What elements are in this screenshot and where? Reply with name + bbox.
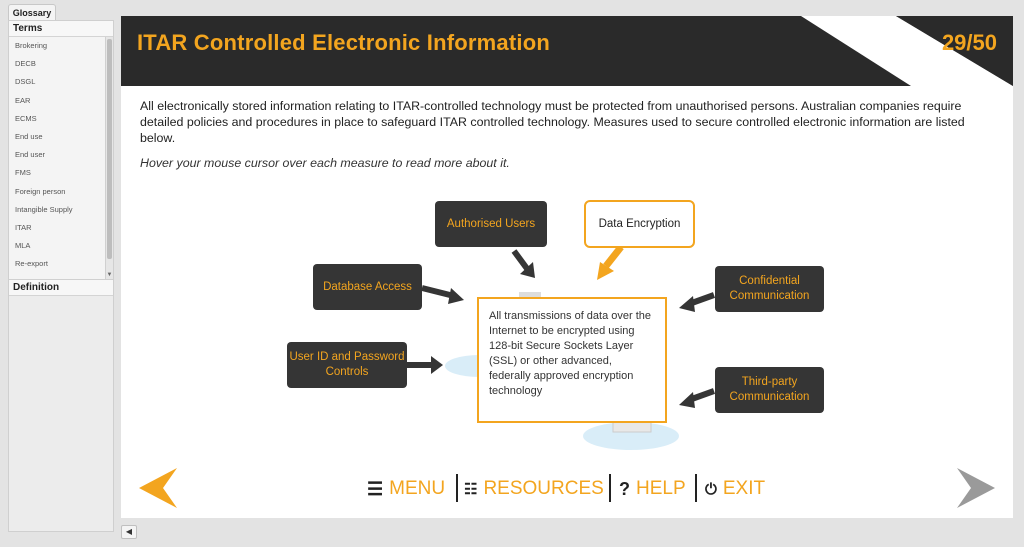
- bottom-navigation: ☰ MENU ☷ RESOURCES ? HELP ⏻ EXIT: [121, 464, 1013, 512]
- glossary-panel: Glossary Terms Brokering DECB DSGL EAR E…: [8, 4, 114, 532]
- resources-button[interactable]: ☷ RESOURCES: [464, 478, 604, 500]
- next-arrow-icon[interactable]: [953, 466, 997, 510]
- previous-arrow-icon[interactable]: [137, 466, 181, 510]
- resources-search-icon: ☷: [464, 481, 478, 498]
- glossary-term[interactable]: EAR: [15, 95, 31, 105]
- glossary-term[interactable]: DECB: [15, 59, 36, 69]
- help-button[interactable]: ? HELP: [619, 478, 686, 500]
- menu-label: MENU: [389, 478, 446, 499]
- arrowhead-data-encryption: [597, 262, 614, 280]
- resources-label: RESOURCES: [483, 478, 604, 499]
- menu-icon: ☰: [367, 478, 384, 499]
- glossary-term[interactable]: DSGL: [15, 77, 36, 87]
- measure-confidential-communication[interactable]: Confidential Communication: [715, 266, 824, 312]
- glossary-body: Terms Brokering DECB DSGL EAR ECMS End u…: [8, 20, 114, 532]
- glossary-term[interactable]: End use: [15, 131, 43, 141]
- arrow-data-encryption: [603, 244, 624, 269]
- slide: ITAR Controlled Electronic Information 2…: [121, 16, 1013, 518]
- measure-database-access[interactable]: Database Access: [313, 264, 422, 310]
- measure-data-encryption[interactable]: Data Encryption: [584, 200, 695, 248]
- definition-header: Definition: [9, 280, 113, 296]
- arrowhead-user-id: [431, 356, 443, 374]
- title-divider-shape: [801, 16, 1013, 86]
- illustration-disk-bottom: [583, 422, 679, 450]
- scrollbar-thumb[interactable]: [107, 39, 112, 259]
- glossary-term[interactable]: End user: [15, 150, 46, 160]
- terms-scrollbar[interactable]: ▼: [105, 37, 113, 279]
- nav-separator: [609, 474, 611, 502]
- page-title: ITAR Controlled Electronic Information: [137, 30, 550, 55]
- glossary-tab[interactable]: Glossary: [8, 4, 56, 21]
- nav-separator: [456, 474, 458, 502]
- intro-text: All electronically stored information re…: [140, 99, 965, 145]
- speaker-icon[interactable]: ◀: [121, 525, 137, 539]
- title-bar: ITAR Controlled Electronic Information 2…: [121, 16, 1013, 86]
- power-icon: ⏻: [705, 480, 717, 498]
- exit-label: EXIT: [722, 478, 766, 499]
- arrow-authorised-users: [511, 249, 531, 272]
- question-icon: ?: [619, 478, 630, 499]
- nav-separator: [695, 474, 697, 502]
- arrowhead-authorised-users: [520, 262, 535, 278]
- terms-header: Terms: [9, 21, 113, 37]
- title-bar-decoration: [801, 16, 1013, 86]
- glossary-term[interactable]: Intangible Supply: [15, 204, 73, 214]
- glossary-term[interactable]: MLA: [15, 241, 31, 251]
- glossary-term[interactable]: Foreign person: [15, 186, 66, 196]
- arrowhead-third-party: [679, 392, 695, 408]
- measure-user-id-password[interactable]: User ID and Password Controls: [287, 342, 407, 388]
- glossary-term[interactable]: ECMS: [15, 113, 37, 123]
- glossary-term[interactable]: Re-export: [15, 259, 48, 269]
- measure-authorised-users[interactable]: Authorised Users: [435, 201, 547, 247]
- page-number: 29/50: [941, 30, 997, 55]
- scroll-down-icon[interactable]: ▼: [106, 272, 113, 278]
- exit-button[interactable]: ⏻ EXIT: [705, 478, 765, 500]
- arrowhead-database-access: [448, 288, 464, 304]
- glossary-term[interactable]: Brokering: [15, 41, 48, 50]
- measure-tooltip: All transmissions of data over the Inter…: [477, 297, 667, 423]
- illustration-top: [519, 292, 541, 298]
- measure-third-party-communication[interactable]: Third-party Communication: [715, 367, 824, 413]
- glossary-term[interactable]: FMS: [15, 168, 31, 178]
- help-label: HELP: [636, 478, 686, 499]
- title-corner-shape: [896, 16, 1013, 86]
- glossary-term[interactable]: ITAR: [15, 222, 32, 232]
- arrow-database-access: [421, 285, 455, 299]
- hint-text: Hover your mouse cursor over each measur…: [140, 156, 510, 170]
- diagram-graphics: [407, 244, 716, 450]
- terms-list: Brokering DECB DSGL EAR ECMS End use End…: [9, 37, 113, 280]
- arrowhead-confidential: [679, 296, 695, 312]
- menu-button[interactable]: ☰ MENU: [367, 478, 445, 500]
